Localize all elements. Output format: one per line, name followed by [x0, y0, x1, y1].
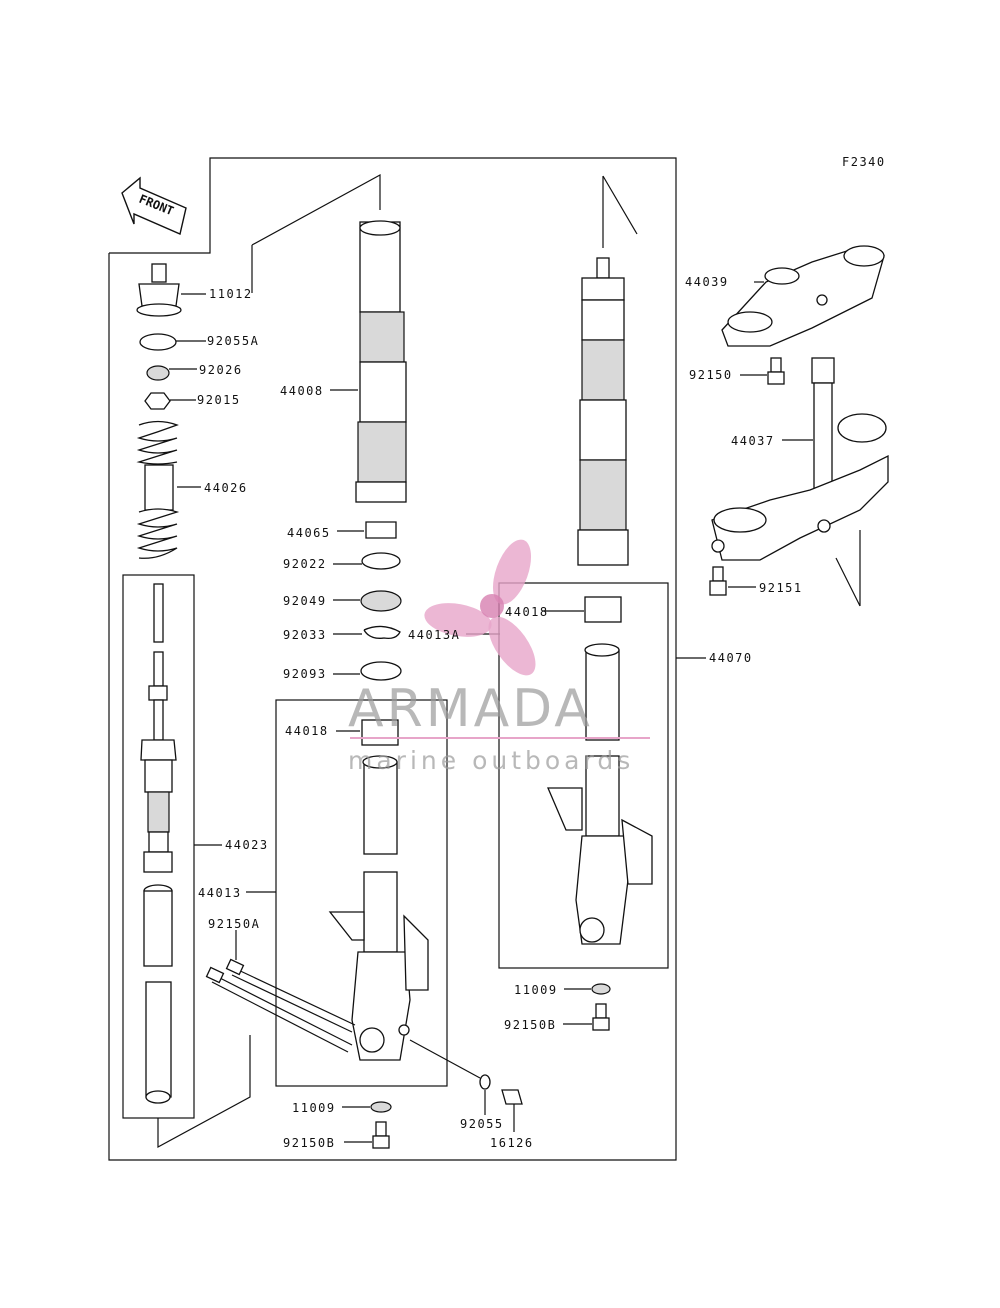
- front-arrow-icon: FRONT: [121, 176, 187, 235]
- watermark-brand: ARMADA: [348, 679, 593, 739]
- label-44013A: 44013A: [408, 628, 460, 642]
- label-92049: 92049: [283, 594, 327, 608]
- label-92015: 92015: [197, 393, 241, 407]
- label-44023: 44023: [225, 838, 269, 852]
- gasket-92055: [479, 1074, 491, 1090]
- inner-tube-44008: [330, 220, 407, 503]
- assembly-frame: [108, 157, 677, 1161]
- washer-92022: [361, 552, 401, 570]
- bolt-92150B-bottom: [372, 1121, 390, 1149]
- label-11009-bottom: 11009: [292, 1101, 336, 1115]
- spring-44026: [136, 420, 201, 559]
- figure-code: F2340: [842, 155, 886, 169]
- o-ring-92055A: [139, 333, 177, 351]
- label-44013: 44013: [198, 886, 242, 900]
- label-44018-left: 44018: [285, 724, 329, 738]
- label-11009-right: 11009: [514, 983, 558, 997]
- label-92055A: 92055A: [207, 334, 259, 348]
- long-bolts-92150A: [205, 930, 356, 1053]
- label-92022: 92022: [283, 557, 327, 571]
- bushing-44018-left: [361, 719, 399, 746]
- upper-bracket-44039: [721, 245, 885, 347]
- label-44039: 44039: [685, 275, 729, 289]
- stem-lower-bracket-44037: [711, 357, 889, 561]
- right-inner-tube: [577, 257, 629, 566]
- drain-bolt-16126: [501, 1089, 523, 1105]
- dust-seal-92093: [360, 661, 402, 681]
- right-outer-tube-box: [498, 582, 669, 969]
- label-16126: 16126: [490, 1136, 534, 1150]
- label-44065: 44065: [287, 526, 331, 540]
- label-11012: 11012: [209, 287, 253, 301]
- label-92150A: 92150A: [208, 917, 260, 931]
- bushing-44018-right: [584, 596, 622, 623]
- label-44008: 44008: [280, 384, 324, 398]
- oil-seal-92049: [360, 590, 402, 612]
- outer-tube-right: [547, 643, 653, 945]
- nut-92015: [144, 392, 171, 410]
- washer-92026: [146, 365, 170, 381]
- washer-11009-right: [591, 983, 611, 995]
- label-92150B-right: 92150B: [504, 1018, 556, 1032]
- label-92055: 92055: [460, 1117, 504, 1131]
- label-92150B-bottom: 92150B: [283, 1136, 335, 1150]
- label-92150: 92150: [689, 368, 733, 382]
- label-92093: 92093: [283, 667, 327, 681]
- watermark: ARMADA marine outboards: [348, 539, 650, 775]
- label-44070: 44070: [709, 651, 753, 665]
- bolt-92150B-right: [592, 1003, 610, 1031]
- label-44026: 44026: [204, 481, 248, 495]
- callouts: 11012 92055A 92026 92015 44026 44008 440…: [197, 275, 803, 1150]
- label-92033: 92033: [283, 628, 327, 642]
- propeller-logo-icon: [424, 539, 536, 676]
- cap-bolt-11012: [136, 263, 206, 317]
- bushing-44065: [365, 521, 397, 539]
- damper-rod-44023: [140, 583, 177, 1104]
- label-92151: 92151: [759, 581, 803, 595]
- left-outer-tube-box: [275, 699, 448, 1087]
- bolt-92151: [709, 566, 727, 596]
- circlip-92033: [363, 625, 401, 640]
- label-92026: 92026: [199, 363, 243, 377]
- label-44018-right: 44018: [505, 605, 549, 619]
- washer-11009-bottom: [370, 1101, 392, 1113]
- bolt-92150: [767, 357, 785, 385]
- outer-tube-44013: [328, 755, 429, 1061]
- watermark-tagline: marine outboards: [348, 746, 634, 775]
- label-44037: 44037: [731, 434, 775, 448]
